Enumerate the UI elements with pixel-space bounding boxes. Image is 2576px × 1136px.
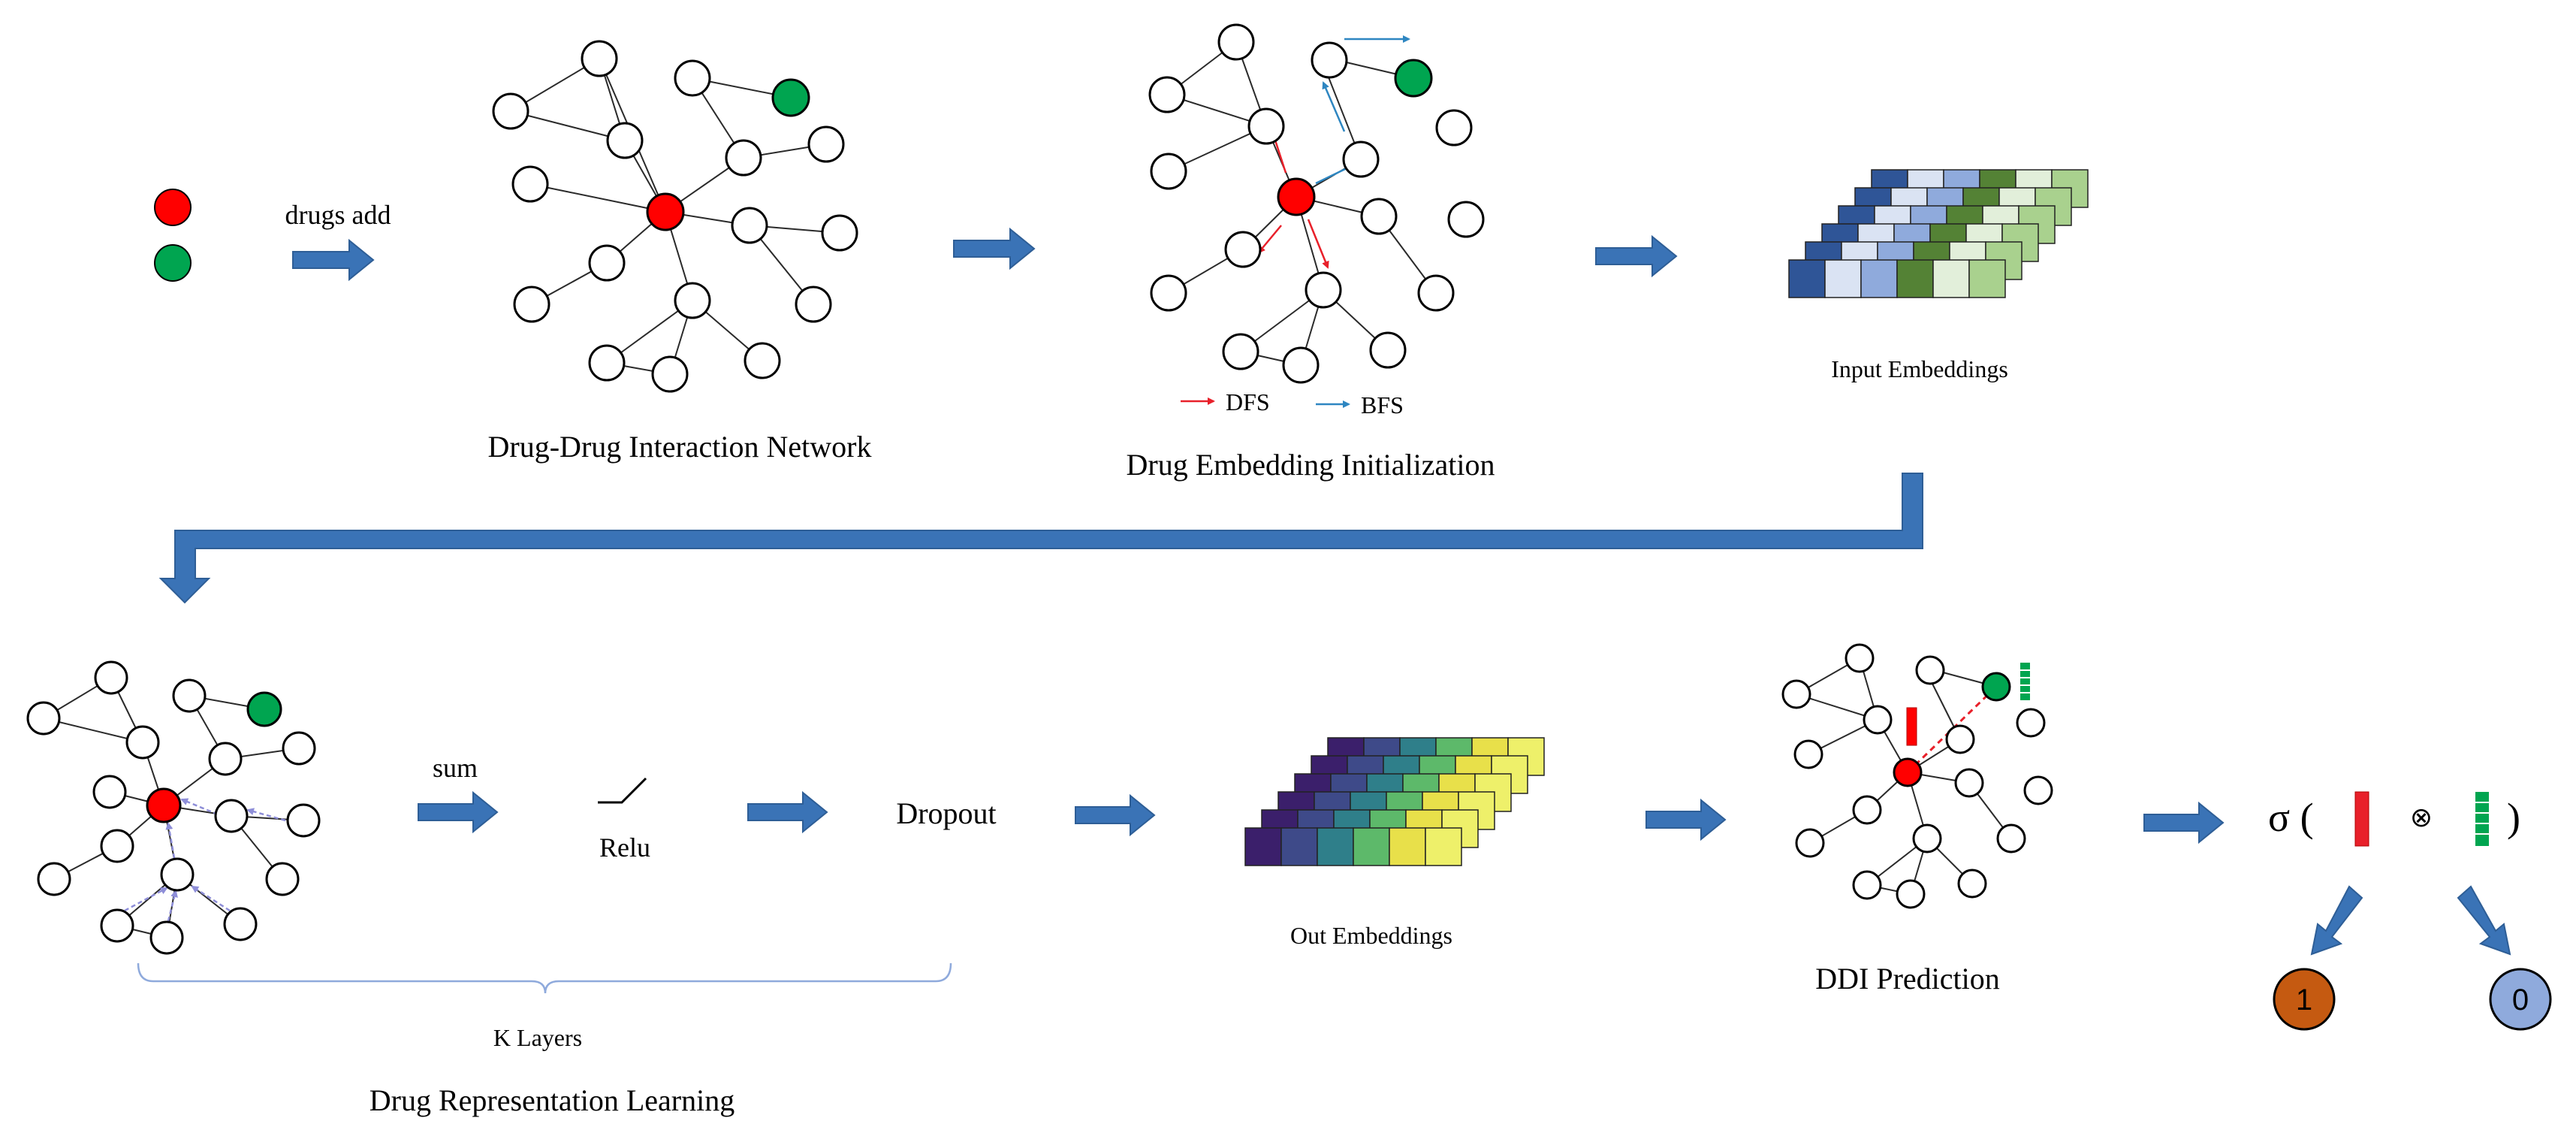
block-arrow-icon [953, 227, 1036, 270]
ddi-prediction-title: DDI Prediction [1815, 962, 2000, 996]
green-drug-node [771, 78, 810, 117]
embedding-cell [1353, 827, 1390, 866]
green-drug-node [154, 244, 192, 282]
block-arrow-icon [747, 790, 828, 834]
block-arrow-icon [418, 790, 499, 834]
block-arrow-icon [2143, 801, 2225, 844]
k-layers-label: K Layers [493, 1024, 582, 1051]
aggregation-arrow [124, 887, 168, 912]
output-zero-label: 0 [2512, 983, 2529, 1017]
red-drug-node [154, 189, 192, 226]
embedding-cell [1244, 827, 1282, 866]
aggregation-arrow [191, 885, 231, 912]
embedding-cell [1317, 827, 1354, 866]
ddi-network-graph [492, 40, 858, 393]
dfs-arrow [1257, 225, 1282, 254]
relu-icon [598, 777, 647, 804]
sum-label: sum [433, 753, 478, 783]
new-drugs [154, 189, 192, 282]
embedding-init-graph [1148, 23, 1485, 384]
sigma-open-paren: σ ( [2268, 795, 2314, 840]
embedding-cell [1896, 259, 1934, 298]
block-arrow-icon [1075, 793, 1156, 837]
aggregation-arrow [180, 798, 219, 816]
embedding-init-title: Drug Embedding Initialization [1127, 448, 1495, 482]
embedding-cell [1860, 259, 1898, 298]
otimes-symbol: ⊗ [2410, 802, 2433, 832]
embedding-cell [1968, 259, 2006, 298]
bfs-arrow [1322, 81, 1346, 132]
embedding-cell [1425, 827, 1462, 866]
aggregation-arrow [165, 822, 176, 859]
green-drug-node [1981, 672, 2011, 702]
representation-learning-graph [26, 660, 321, 955]
input-embeddings-stack [1788, 169, 2089, 298]
ddi-network-title: Drug-Drug Interaction Network [488, 430, 872, 464]
close-paren: ) [2507, 795, 2520, 840]
green-drug-node [246, 691, 282, 727]
red-drug-node [1893, 757, 1923, 787]
block-arrow-icon [292, 238, 375, 282]
out-embeddings-stack [1244, 737, 1545, 866]
red-drug-node [646, 192, 685, 231]
block-arrow-icon [2310, 885, 2363, 956]
dfs-arrow [1307, 219, 1329, 269]
score-function: σ ( ⊗ ) [2268, 791, 2520, 847]
dropout-label: Dropout [896, 796, 996, 830]
dfs-label: DFS [1226, 388, 1270, 415]
aggregation-arrow [167, 890, 178, 922]
input-embeddings-label: Input Embeddings [1831, 355, 2008, 382]
output-zero-node [2489, 968, 2552, 1031]
embedding-cell [1824, 259, 1862, 298]
prediction-outputs: 1 0 [2273, 968, 2552, 1031]
embedding-cell [1389, 827, 1426, 866]
red-drug-node [146, 787, 182, 823]
block-arrow-icon [2457, 885, 2511, 956]
out-embeddings-label: Out Embeddings [1290, 922, 1452, 949]
output-one-label: 1 [2296, 983, 2312, 1017]
bfs-label: BFS [1361, 391, 1404, 418]
green-embedding-vector [2475, 792, 2489, 846]
block-arrow-icon [1595, 234, 1678, 278]
aggregation-arrow [246, 808, 286, 822]
embedding-cell [1932, 259, 1970, 298]
embedding-cell [1788, 259, 1826, 298]
representation-learning-title: Drug Representation Learning [370, 1083, 735, 1117]
red-embedding-vector [1906, 707, 1917, 746]
drugs-add-label: drugs add [285, 200, 391, 230]
relu-label: Relu [599, 832, 650, 863]
block-arrow-icon [158, 473, 1923, 604]
block-arrow-icon [1645, 798, 1727, 841]
embedding-cell [1280, 827, 1318, 866]
red-embedding-vector [2354, 791, 2369, 847]
red-drug-node [1277, 177, 1316, 216]
output-one-node [2273, 968, 2336, 1031]
ddi-prediction-graph [1781, 643, 2053, 909]
green-drug-node [1394, 59, 1433, 98]
traversal-legend: DFS BFS [1181, 388, 1404, 418]
green-embedding-vector [2020, 663, 2030, 700]
flow-arrows [158, 227, 2511, 956]
k-layers-brace [137, 962, 952, 994]
